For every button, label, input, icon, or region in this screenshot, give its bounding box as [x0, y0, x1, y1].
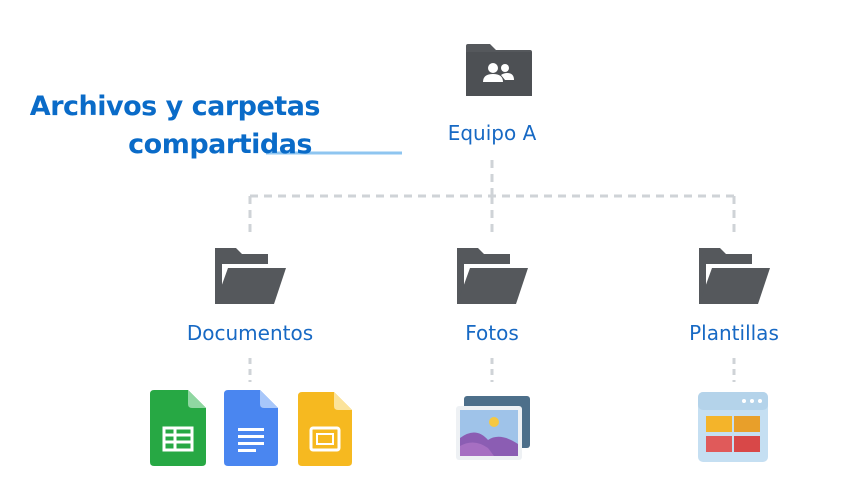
sheets-icon — [150, 390, 206, 466]
folder-label-plantillas: Plantillas — [689, 321, 779, 345]
folder-documentos-icon — [212, 244, 288, 306]
photos-icon — [454, 394, 532, 462]
folder-label-fotos: Fotos — [465, 321, 519, 345]
folder-plantillas-icon — [696, 244, 772, 306]
shared-folder-icon — [464, 42, 534, 98]
heading-line-2: compartidas — [128, 129, 312, 160]
diagram-heading: Archivos y carpetas compartidas — [20, 88, 321, 164]
template-icon — [696, 390, 770, 464]
slides-icon — [298, 392, 352, 466]
root-folder-label: Equipo A — [447, 121, 537, 145]
docs-icon — [224, 390, 278, 466]
heading-line-1: Archivos y carpetas — [29, 91, 321, 122]
folder-fotos-icon — [454, 244, 530, 306]
folder-label-documentos: Documentos — [186, 321, 314, 345]
